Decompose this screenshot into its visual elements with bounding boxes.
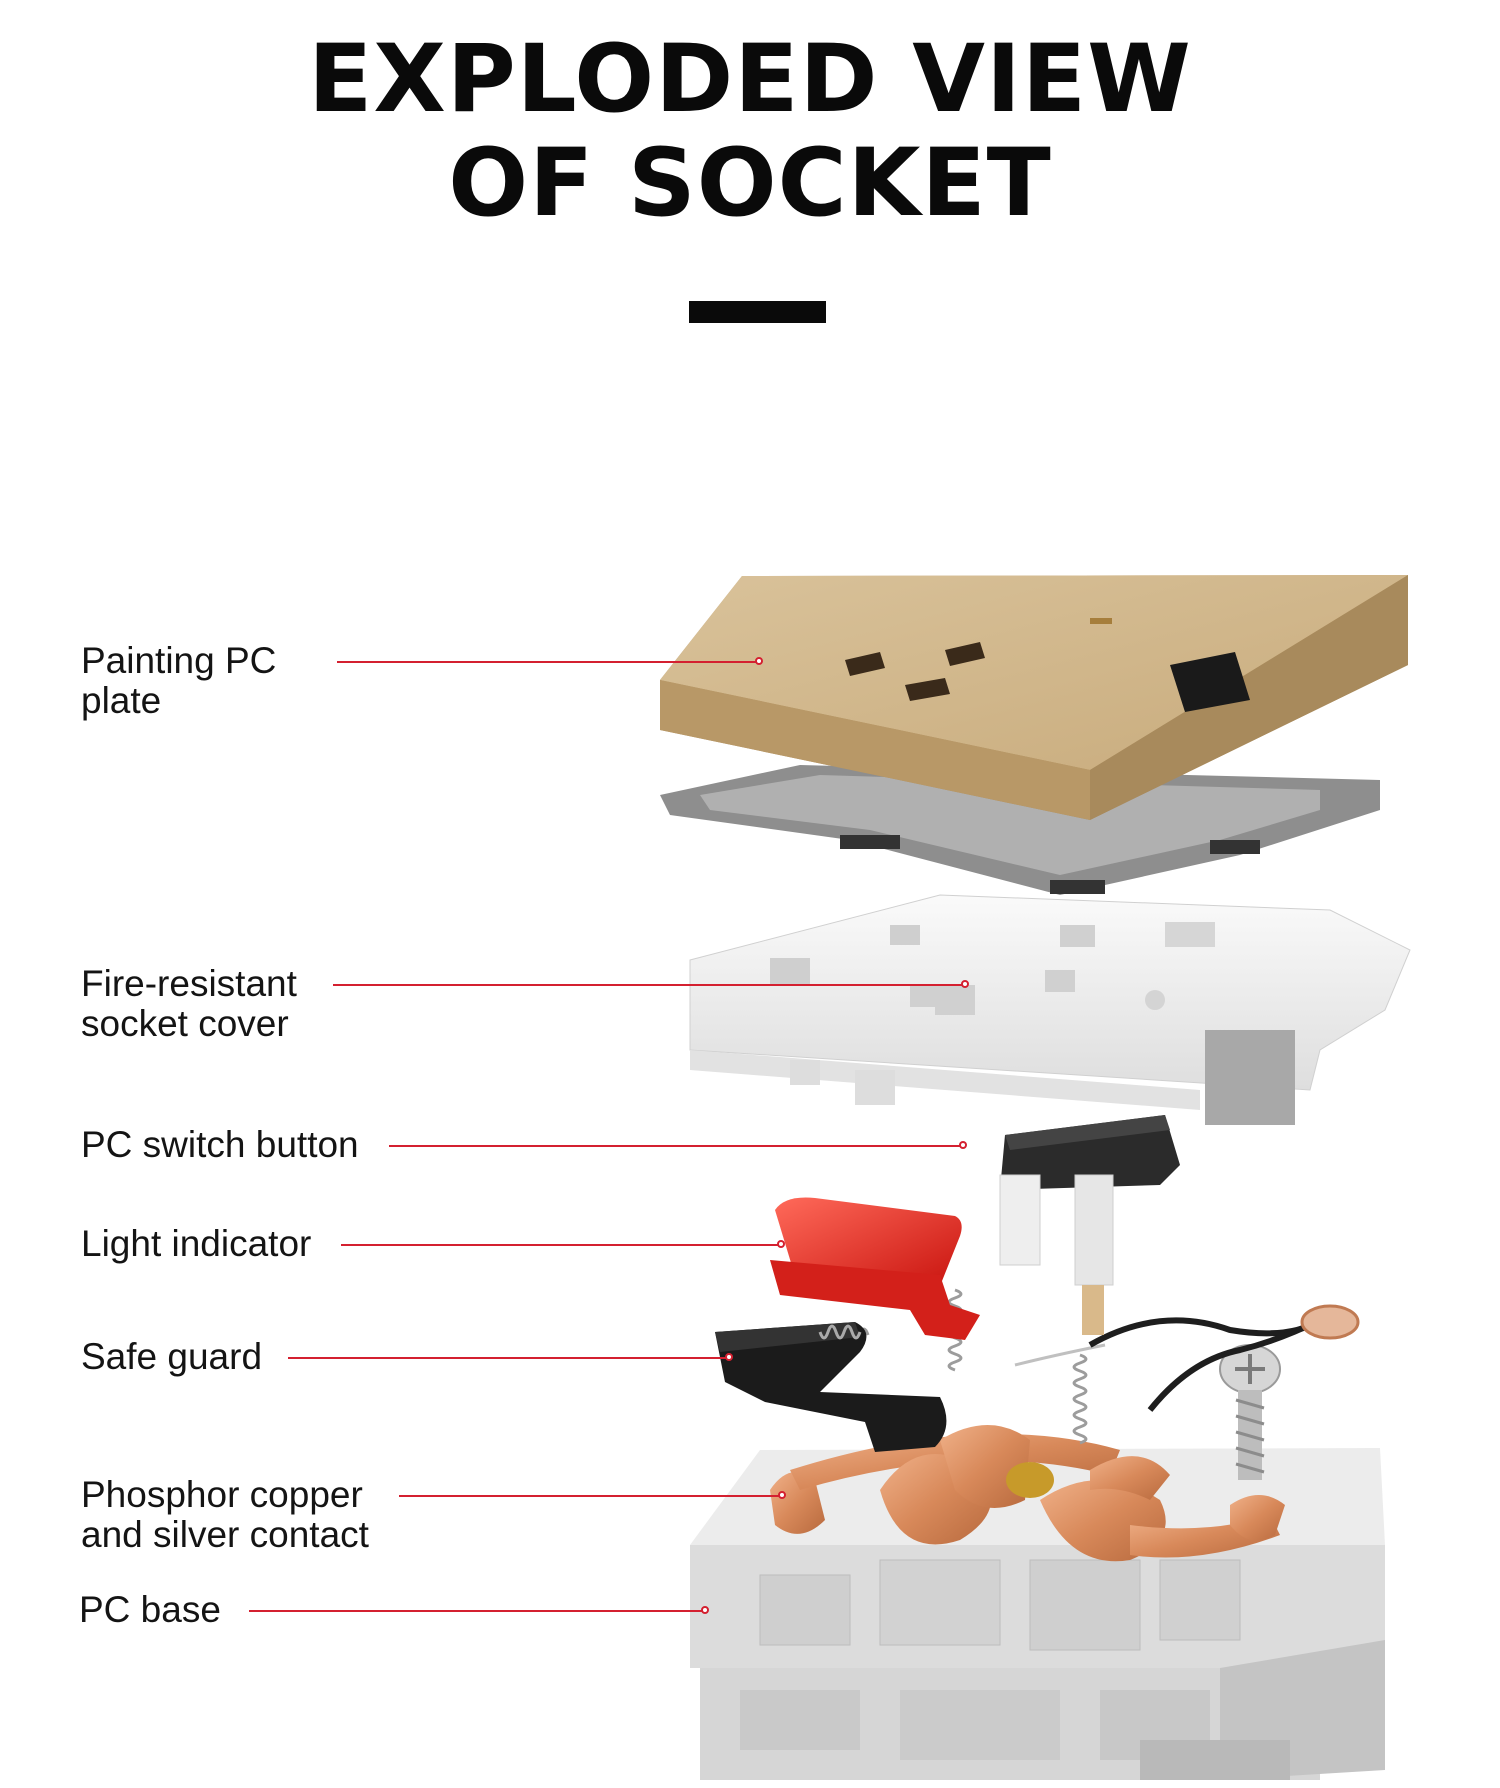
callout-label-base-line-1: PC base (79, 1589, 221, 1630)
screw-part (1219, 1344, 1281, 1480)
callout-label-guard: Safe guard (81, 1337, 262, 1377)
light-indicator-part (770, 1197, 980, 1340)
callout-dot-guard (725, 1353, 733, 1361)
switch-button-part (999, 1115, 1180, 1335)
callout-leader-plate (337, 661, 759, 663)
callout-label-base: PC base (79, 1590, 221, 1630)
callout-label-switch-line-1: PC switch button (81, 1124, 359, 1165)
title-line-1: EXPLODED VIEW (308, 25, 1192, 134)
callout-leader-contact (399, 1495, 782, 1497)
callout-leader-cover (333, 984, 965, 986)
callout-label-cover: Fire-resistant socket cover (81, 964, 297, 1044)
title-line-2: OF SOCKET (448, 129, 1052, 238)
callout-leader-base (249, 1610, 705, 1612)
callout-label-contact-line-2: and silver contact (81, 1514, 369, 1555)
callout-label-plate-line-1: Painting PC (81, 640, 277, 681)
callout-label-contact-line-1: Phosphor copper (81, 1474, 363, 1515)
callout-dot-cover (961, 980, 969, 988)
callout-label-plate-line-2: plate (81, 680, 162, 721)
callout-leader-guard (288, 1357, 729, 1359)
callout-label-plate: Painting PC plate (81, 641, 276, 721)
callout-label-cover-line-2: socket cover (81, 1003, 289, 1044)
page-title: EXPLODED VIEW OF SOCKET (0, 28, 1500, 236)
painting-pc-plate-part (660, 575, 1408, 820)
springs-and-wire-part (818, 1288, 1360, 1445)
callout-dot-switch (959, 1141, 967, 1149)
callout-label-indicator: Light indicator (81, 1224, 311, 1264)
title-underline-bar (689, 301, 826, 323)
callout-label-cover-line-1: Fire-resistant (81, 963, 297, 1004)
socket-cover-part (689, 894, 1411, 1125)
mounting-frame-part (660, 765, 1380, 895)
callout-dot-contact (778, 1491, 786, 1499)
callout-label-switch: PC switch button (81, 1125, 359, 1165)
callout-dot-indicator (777, 1240, 785, 1248)
copper-contacts-part (770, 1425, 1285, 1562)
safe-guard-part (715, 1322, 947, 1452)
callout-dot-plate (755, 657, 763, 665)
callout-label-guard-line-1: Safe guard (81, 1336, 263, 1377)
callout-dot-base (701, 1606, 709, 1614)
callout-leader-switch (389, 1145, 963, 1147)
callout-label-contact: Phosphor copper and silver contact (81, 1475, 369, 1555)
callout-label-indicator-line-1: Light indicator (81, 1223, 312, 1264)
callout-leader-indicator (341, 1244, 781, 1246)
